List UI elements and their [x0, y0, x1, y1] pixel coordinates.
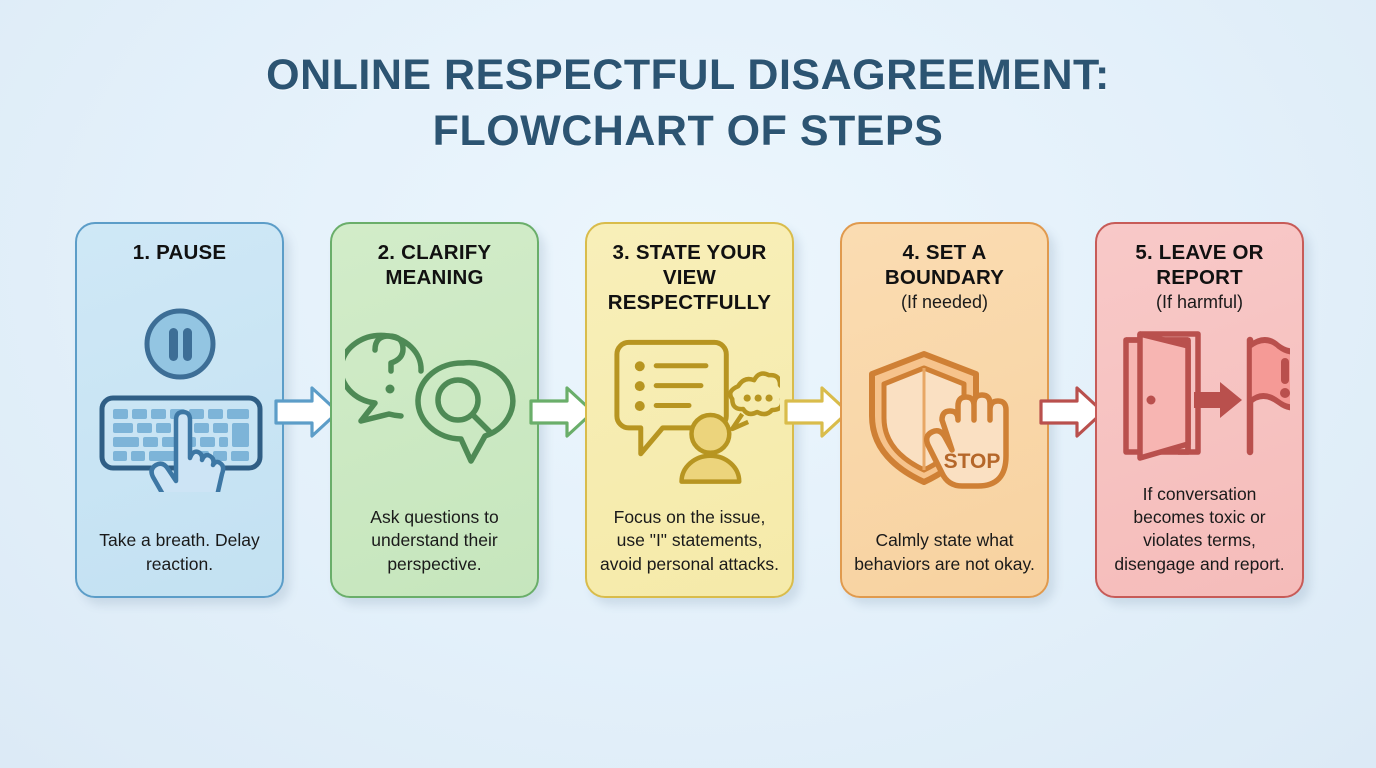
step-5-description: If conversation becomes toxic or violate…: [1114, 483, 1285, 574]
thought-bubble-icon: [728, 370, 780, 431]
step-2-icon-group: [344, 290, 525, 506]
title-line-2: FLOWCHART OF STEPS: [432, 106, 944, 155]
step-2-heading: 2. CLARIFY MEANING: [377, 241, 492, 289]
step-4-heading: 4. SET A BOUNDARY: [884, 241, 1005, 289]
step-1-description: Take a breath. Delay reaction.: [99, 530, 260, 574]
question-speech-bubble-icon: [344, 332, 424, 424]
step-3-description: Focus on the issue, use "I" statements, …: [600, 507, 779, 574]
page-title: ONLINE RESPECTFUL DISAGREEMENT: FLOWCHAR…: [0, 48, 1376, 160]
magnifier-speech-bubble-icon: [414, 359, 516, 464]
leave-report-illustration: [1122, 331, 1290, 461]
arrow-step2-to-step3: [529, 386, 595, 438]
step-5-heading: 5. LEAVE OR REPORT: [1135, 241, 1264, 289]
warning-flag-icon: [1246, 336, 1290, 456]
keyboard-hand-icon: [99, 395, 262, 493]
step-5-subheading: (If harmful): [1155, 292, 1243, 312]
pause-circle-icon: [144, 308, 215, 380]
open-door-icon: [1122, 331, 1201, 461]
flow-card-step-2[interactable]: 2. CLARIFY MEANING Ask questions to unde: [330, 222, 539, 598]
flow-card-step-3[interactable]: 3. STATE YOUR VIEW RESPECTFULLY: [585, 222, 794, 598]
flow-card-step-1[interactable]: 1. PAUSE: [75, 222, 284, 598]
flow-card-step-5[interactable]: 5. LEAVE OR REPORT (If harmful): [1095, 222, 1304, 598]
exit-arrow-icon: [1193, 382, 1242, 419]
boundary-illustration: STOP: [869, 351, 1009, 490]
arrow-step1-to-step2: [274, 386, 340, 438]
step-3-icon-group: [599, 315, 780, 506]
pause-keyboard-illustration: [99, 308, 262, 493]
step-5-icon-group: [1109, 314, 1290, 483]
clarify-bubbles-illustration: [344, 332, 516, 464]
step-4-icon-group: STOP: [854, 314, 1035, 530]
step-2-description: Ask questions to understand their perspe…: [370, 507, 499, 574]
state-view-illustration: [614, 339, 780, 484]
stop-hand-label: STOP: [944, 450, 1001, 473]
title-line-1: ONLINE RESPECTFUL DISAGREEMENT:: [266, 51, 1110, 99]
gap-4: [1039, 222, 1105, 598]
gap-2: [529, 222, 595, 598]
gap-1: [274, 222, 340, 598]
step-1-icon-group: [89, 265, 270, 529]
step-4-description: Calmly state what behaviors are not okay…: [854, 530, 1035, 574]
step-3-heading: 3. STATE YOUR VIEW RESPECTFULLY: [607, 241, 772, 314]
person-icon: [679, 412, 742, 484]
flow-card-step-4[interactable]: 4. SET A BOUNDARY (If needed) STOP Calml…: [840, 222, 1049, 598]
gap-3: [784, 222, 850, 598]
step-4-subheading: (If needed): [900, 292, 989, 312]
step-1-heading: 1. PAUSE: [132, 241, 227, 264]
arrow-step3-to-step4: [784, 386, 850, 438]
stop-hand-icon: STOP: [923, 392, 1009, 490]
flowchart-steps-row: 1. PAUSE: [75, 222, 1305, 602]
list-speech-bubble-icon: [614, 339, 729, 456]
arrow-step4-to-step5: [1039, 386, 1105, 438]
